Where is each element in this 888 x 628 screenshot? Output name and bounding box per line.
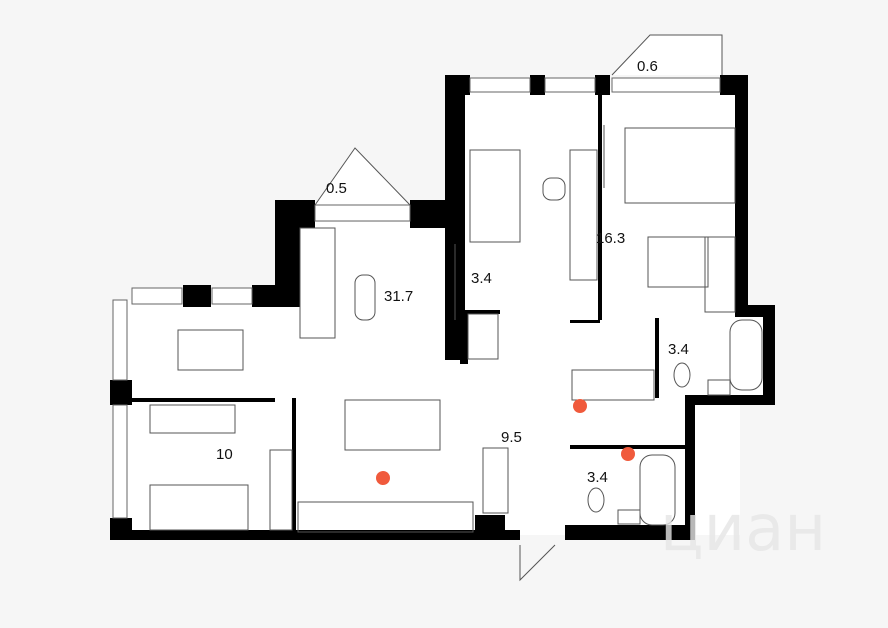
floor-area (115, 35, 770, 535)
room-area-hall: 9.5 (501, 429, 522, 446)
windows (112, 34, 723, 519)
room-labels: 0.5 31.7 3.4 16.3 0.6 3.4 9.5 10 3.4 (216, 58, 689, 486)
markers (376, 399, 635, 485)
watermark-logo: циан (660, 492, 826, 566)
room-area-balcony-right: 0.6 (637, 58, 658, 75)
room-area-bedroom-large: 16.3 (596, 230, 625, 247)
marker-dot (621, 447, 635, 461)
room-area-living-kitchen: 31.7 (384, 288, 413, 305)
room-area-bedroom-small: 10 (216, 446, 233, 463)
room-area-bathroom-small: 3.4 (587, 469, 608, 486)
walls (110, 75, 775, 540)
room-area-bathroom-right: 3.4 (668, 341, 689, 358)
marker-dot (573, 399, 587, 413)
room-area-balcony-left: 0.5 (326, 180, 347, 197)
room-area-wardrobe: 3.4 (471, 270, 492, 287)
marker-dot (376, 471, 390, 485)
furniture (149, 125, 763, 582)
